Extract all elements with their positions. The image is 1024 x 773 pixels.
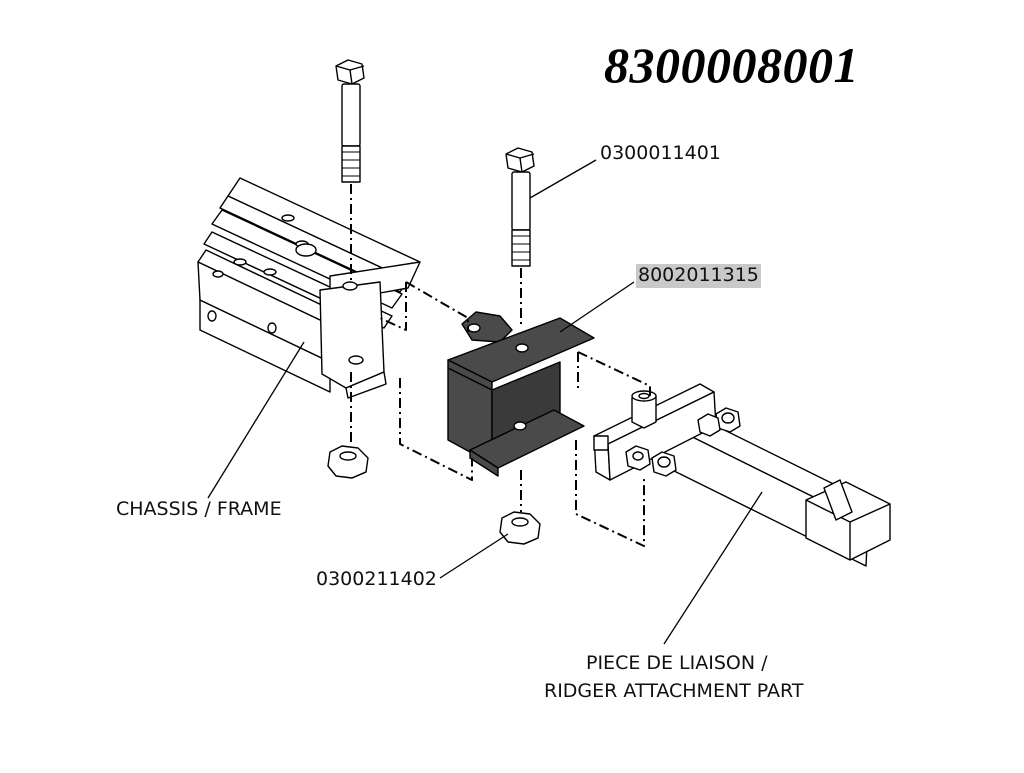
assembly-guide-lines xyxy=(350,184,651,547)
callout-bracket: 8002011315 xyxy=(636,264,761,288)
callout-bolt-right: 0300011401 xyxy=(600,142,721,164)
hex-bolt-right xyxy=(505,147,535,267)
hex-bolt-left xyxy=(335,59,365,183)
hex-nut-left xyxy=(327,445,369,479)
callout-chassis: CHASSIS / FRAME xyxy=(116,498,282,520)
assembly-number-title: 8300008001 xyxy=(604,37,859,93)
bracket-8002011315 xyxy=(447,311,595,477)
hex-nut-right xyxy=(499,511,541,545)
chassis-frame xyxy=(197,177,421,399)
ridger-attachment-part xyxy=(593,383,891,567)
callout-attachment-line2: RIDGER ATTACHMENT PART xyxy=(544,680,804,702)
callout-attachment-line1: PIECE DE LIAISON / xyxy=(586,652,768,674)
callout-leader-lines xyxy=(207,159,763,645)
callout-nut: 0300211402 xyxy=(316,568,437,590)
